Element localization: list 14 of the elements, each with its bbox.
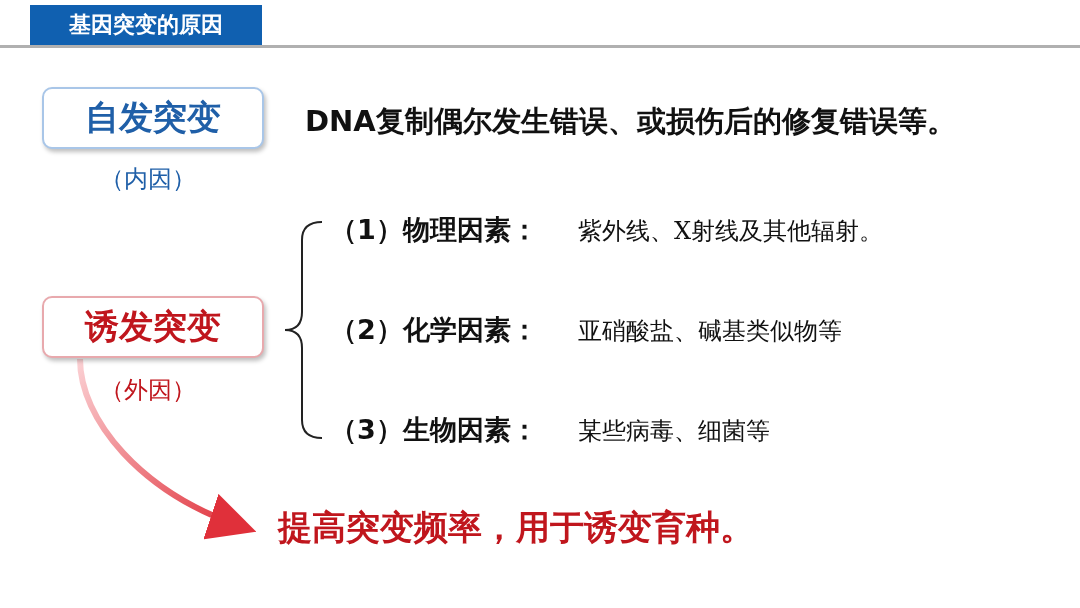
curved-arrow — [77, 358, 257, 538]
factor-examples: 紫外线、X射线及其他辐射。 — [578, 216, 884, 247]
cause-note: （外因） — [100, 375, 196, 406]
factor-examples: 亚硝酸盐、碱基类似物等 — [578, 316, 842, 347]
factor-label: （2）化学因素： — [330, 313, 538, 347]
factor-label: （1）物理因素： — [330, 213, 538, 247]
conclusion-text: 提高突变频率，用于诱变育种。 — [278, 505, 754, 551]
description-text: DNA复制偶尔发生错误、或损伤后的修复错误等。 — [305, 103, 956, 140]
title-bar: 基因突变的原因 — [30, 5, 262, 45]
rounded-box: 自发突变 — [42, 87, 264, 149]
factor-label: （3）生物因素： — [330, 413, 538, 447]
cause-note: （内因） — [100, 164, 196, 195]
factor-examples: 某些病毒、细菌等 — [578, 416, 770, 447]
rounded-box: 诱发突变 — [42, 296, 264, 358]
